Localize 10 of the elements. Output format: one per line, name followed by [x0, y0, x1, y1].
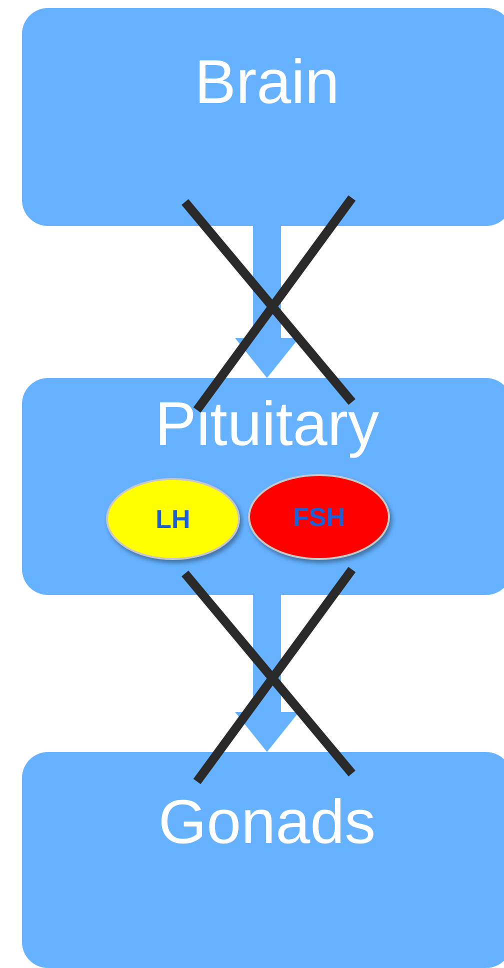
node-label: Gonads [157, 788, 377, 858]
process-box [22, 8, 504, 226]
arrow [235, 595, 299, 752]
arrow [235, 226, 299, 378]
hormone-ellipse: FSH [248, 474, 390, 560]
hormone-ellipse: LH [106, 478, 240, 560]
node-label: Pituitary [154, 390, 380, 460]
process-box [22, 378, 504, 595]
node-label: Brain [194, 48, 340, 118]
process-box [22, 752, 504, 968]
